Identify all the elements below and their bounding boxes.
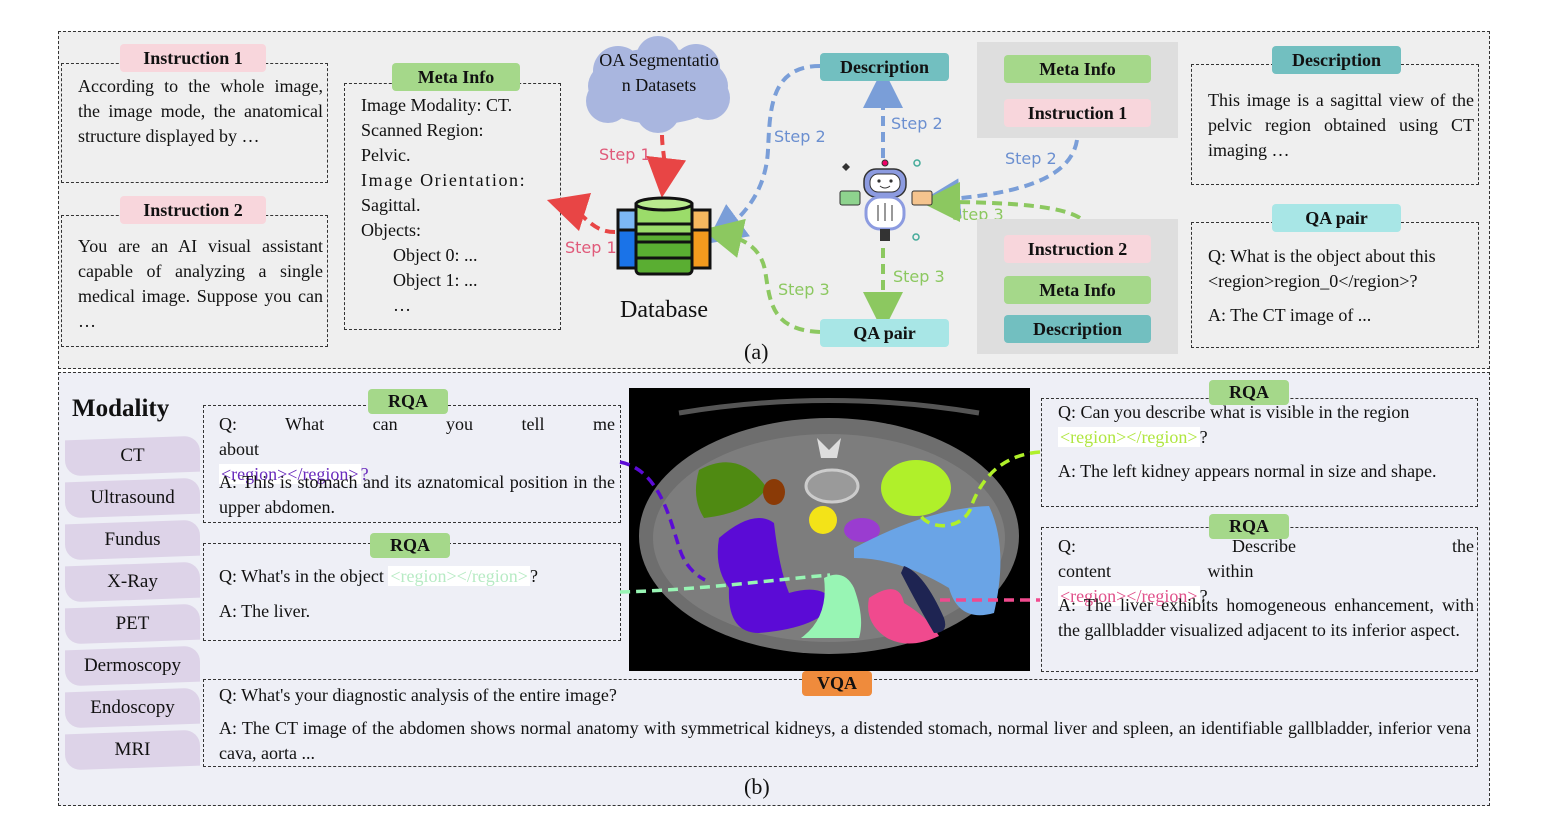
connector-stomach bbox=[619, 460, 706, 582]
seg-liver-mint bbox=[801, 574, 862, 638]
rqa2-region-token: <region></region> bbox=[388, 566, 530, 586]
seg-colon-navy bbox=[901, 566, 946, 633]
instruction2-box: You are an AI visual assistant capable o… bbox=[61, 215, 328, 347]
rqa1-region-token: <region></region> bbox=[219, 464, 361, 484]
seg-vessel-purple bbox=[844, 518, 880, 542]
arrow-step1-down bbox=[646, 134, 687, 198]
meta-line: Sagittal. bbox=[361, 195, 421, 215]
rqa4-q: Q: Describe the content within <region><… bbox=[1058, 536, 1474, 606]
flow-arrows bbox=[546, 64, 1082, 334]
modality-mri: MRI bbox=[65, 729, 200, 771]
rqa3-label: RQA bbox=[1209, 380, 1289, 405]
group2-meta-info: Meta Info bbox=[1004, 276, 1151, 304]
rqa3-region-token: <region></region> bbox=[1058, 427, 1200, 447]
rqa4-a: A: The liver exhibits homogeneous enhanc… bbox=[1058, 595, 1474, 640]
database-label: Database bbox=[620, 297, 708, 323]
cloud-icon bbox=[586, 36, 730, 133]
panel-b-caption: (b) bbox=[744, 774, 770, 799]
modality-xray: X-Ray bbox=[65, 561, 200, 603]
meta-line: Pelvic. bbox=[361, 145, 411, 165]
arrow-step2-right bbox=[920, 139, 1079, 219]
rqa1-a: A: This is stomach and its aznatomical p… bbox=[219, 472, 615, 517]
instruction1-text: According to the whole image, the image … bbox=[78, 76, 323, 146]
connector-liver bbox=[619, 573, 831, 594]
modality-ultrasound: Ultrasound bbox=[65, 477, 200, 519]
meta-object: Object 0: ... bbox=[393, 245, 478, 265]
meta-info-lines: Image Modality: CT. Scanned Region: Pelv… bbox=[361, 93, 561, 318]
rqa1-label: RQA bbox=[368, 389, 448, 414]
rqa2-a: A: The liver. bbox=[219, 601, 311, 621]
rqa-connectors bbox=[619, 450, 1041, 602]
description-text: This image is a sagittal view of the pel… bbox=[1208, 90, 1474, 160]
vqa-a: A: The CT image of the abdomen shows nor… bbox=[219, 718, 1471, 763]
description-box: This image is a sagittal view of the pel… bbox=[1191, 64, 1479, 185]
seg-gallbladder-brown bbox=[763, 479, 785, 505]
group2-instruction2: Instruction 2 bbox=[1004, 235, 1151, 263]
seg-kidney-lime bbox=[881, 460, 951, 516]
modality-pet: PET bbox=[65, 603, 200, 645]
instruction2-text: You are an AI visual assistant capable o… bbox=[78, 236, 323, 331]
rqa2-q: Q: What's in the object <region></region… bbox=[219, 566, 538, 586]
meta-line: Image Modality: CT. bbox=[361, 95, 513, 115]
qa-pair-box: Q: What is the object about this <region… bbox=[1191, 222, 1479, 348]
arrow-step1-left bbox=[546, 192, 616, 234]
description-node: Description bbox=[820, 53, 949, 81]
vqa-label: VQA bbox=[802, 671, 872, 696]
group1-instruction1: Instruction 1 bbox=[1004, 99, 1151, 127]
rqa3-box: Q: Can you describe what is visible in t… bbox=[1041, 398, 1478, 507]
step1-left-label: Step 1 bbox=[565, 238, 617, 257]
arrow-step3-db bbox=[702, 218, 821, 334]
meta-object: Object 1: ... bbox=[393, 270, 478, 290]
modality-dermoscopy: Dermoscopy bbox=[65, 645, 200, 687]
meta-line: Objects: bbox=[361, 220, 421, 240]
instruction2-label: Instruction 2 bbox=[120, 196, 266, 224]
rqa2-label: RQA bbox=[370, 533, 450, 558]
seg-gallbladder-pink bbox=[868, 589, 939, 644]
step2-right-label: Step 2 bbox=[1005, 149, 1057, 168]
step3-db-label: Step 3 bbox=[778, 280, 830, 299]
step3-down-label: Step 3 bbox=[893, 267, 945, 286]
modality-endoscopy: Endoscopy bbox=[65, 687, 200, 729]
step1-down-label: Step 1 bbox=[599, 145, 651, 164]
group1-meta-info: Meta Info bbox=[1004, 55, 1151, 83]
connector-kidney bbox=[918, 450, 1041, 528]
step2-db-label: Step 2 bbox=[774, 127, 826, 146]
rqa1-q: Q: What can you tell me about <region></… bbox=[219, 414, 615, 484]
rqa4-label: RQA bbox=[1209, 514, 1289, 539]
modality-ct: CT bbox=[65, 435, 200, 477]
arrow-step3-right bbox=[920, 182, 1082, 223]
rqa4-region-token: <region></region> bbox=[1058, 586, 1200, 606]
modality-fundus: Fundus bbox=[65, 519, 200, 561]
description-box-label: Description bbox=[1272, 46, 1401, 74]
instruction1-label: Instruction 1 bbox=[120, 44, 266, 72]
qa-pair-q: Q: What is the object about this <region… bbox=[1208, 246, 1436, 291]
panel-a-caption: (a) bbox=[744, 339, 769, 364]
database-icon bbox=[616, 196, 712, 276]
qa-pair-box-label: QA pair bbox=[1272, 204, 1401, 232]
meta-line: Image Orientation: bbox=[361, 170, 527, 190]
qa-pair-node: QA pair bbox=[820, 319, 949, 347]
robot-icon bbox=[839, 159, 933, 241]
seg-aorta-yellow bbox=[809, 506, 837, 534]
group2-description: Description bbox=[1004, 315, 1151, 343]
meta-info-box: Image Modality: CT. Scanned Region: Pelv… bbox=[344, 83, 561, 330]
ct-scan-image bbox=[629, 388, 1030, 671]
arrow-step2-db bbox=[705, 64, 821, 244]
seg-liver-dark-green bbox=[695, 462, 767, 518]
qa-pair-a: A: The CT image of ... bbox=[1208, 305, 1372, 325]
seg-stomach-purple bbox=[717, 518, 834, 633]
meta-info-label: Meta Info bbox=[392, 63, 520, 91]
rqa4-box: Q: Describe the content within <region><… bbox=[1041, 527, 1478, 672]
cloud-label: OA Segmentation Datasets bbox=[599, 50, 719, 95]
step2-up-label: Step 2 bbox=[891, 114, 943, 133]
vqa-q: Q: What's your diagnostic analysis of th… bbox=[219, 685, 617, 705]
seg-spleen-blue bbox=[854, 506, 1001, 616]
rqa3-a: A: The left kidney appears normal in siz… bbox=[1058, 461, 1437, 481]
rqa1-box: Q: What can you tell me about <region></… bbox=[203, 405, 621, 523]
meta-object: … bbox=[393, 295, 411, 315]
rqa3-q: Q: Can you describe what is visible in t… bbox=[1058, 402, 1410, 447]
modality-title: Modality bbox=[72, 395, 170, 422]
meta-line: Scanned Region: bbox=[361, 120, 484, 140]
